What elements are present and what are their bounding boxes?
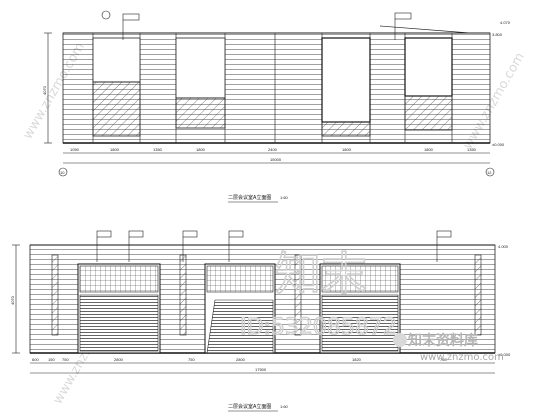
watermark-id: ID:532085872 xyxy=(240,315,397,340)
dim-label: 1800 xyxy=(110,147,120,152)
grid-bubble-icon xyxy=(58,167,68,177)
elevation-title: 二层会议室A立面图 xyxy=(228,403,271,410)
total-dim-label: 15000 xyxy=(270,157,282,162)
dim-label: 1800 xyxy=(342,147,352,152)
height-dimension-bottom: 4070 xyxy=(10,244,20,354)
brand-site: www.znzmo.com xyxy=(420,352,504,363)
dimension-chain-bottom: 600 150 750 2800 750 2800 1820 750 17500 xyxy=(30,357,495,374)
dimension-chain-top: 1050 1800 1350 1800 2400 1800 1800 1350 … xyxy=(58,147,495,177)
level-label-top: 4.000 xyxy=(498,244,509,249)
dim-label: 2800 xyxy=(114,357,124,362)
level-label-mid: 3.800 xyxy=(492,32,503,37)
hatched-panel-2 xyxy=(175,97,226,129)
level-label-top: 4.070 xyxy=(500,20,511,25)
height-dim-label: 4070 xyxy=(10,295,15,305)
dim-label: 750 xyxy=(440,357,447,362)
dim-label: 2800 xyxy=(236,357,246,362)
elevation-title-bottom: 二层会议室A立面图 1:60 xyxy=(228,403,289,412)
dim-label: 750 xyxy=(188,357,195,362)
brand-name: 知末资料库 xyxy=(408,332,478,349)
dim-label: 2400 xyxy=(268,147,278,152)
grid-label-right: 12 xyxy=(487,170,492,175)
total-dim-label: 17500 xyxy=(255,367,267,372)
watermark: 知末 ID:532085872 知末资料库 www.znzmo.com xyxy=(239,246,504,363)
dim-label: 1820 xyxy=(352,357,362,362)
hatched-panel-4 xyxy=(404,95,453,131)
level-markers-bottom: 4.000 ±0.000 xyxy=(498,244,511,357)
elevation-title: 二层会议室A立面图 xyxy=(228,194,271,201)
dim-label: 1350 xyxy=(467,147,477,152)
dim-label: 150 xyxy=(48,357,55,362)
window-2 xyxy=(175,37,226,99)
window-3 xyxy=(321,37,371,123)
elevation-title-top: 二层会议室A立面图 1:60 xyxy=(228,194,289,203)
cabinets-bottom xyxy=(77,263,401,354)
brand-logo-icon xyxy=(393,333,407,347)
level-markers-top: 4.070 3.800 ±0.000 xyxy=(492,20,511,147)
dim-label: 1800 xyxy=(424,147,434,152)
level-label-base: ±0.000 xyxy=(498,352,511,357)
elevation-top: 4070 4.070 3.800 ±0.000 1050 1800 1350 1… xyxy=(42,10,511,203)
watermark-logo-text: 知末 xyxy=(275,247,367,301)
pilasters-bottom xyxy=(51,254,482,336)
elevation-bottom: 4070 4.000 ±0.000 600 150 750 2800 750 2… xyxy=(10,230,511,412)
elevation-scale: 1:60 xyxy=(280,195,289,200)
height-dim-label: 4070 xyxy=(42,85,47,95)
dim-label: 600 xyxy=(32,357,39,362)
level-label-base: ±0.000 xyxy=(492,142,505,147)
dim-label: 1350 xyxy=(153,147,163,152)
hatched-panel-1 xyxy=(92,81,141,137)
hatched-panel-3 xyxy=(321,121,371,137)
window-4 xyxy=(404,37,453,97)
window-1 xyxy=(92,37,141,83)
dim-label: 1050 xyxy=(70,147,80,152)
elevation-scale: 1:60 xyxy=(280,404,289,409)
height-dimension-top: 4070 xyxy=(42,32,52,144)
brand-badge: 知末资料库 www.znzmo.com xyxy=(393,332,504,363)
grid-bubble-icon xyxy=(485,167,495,177)
grid-label-left: 10 xyxy=(60,170,65,175)
section-marker-icon xyxy=(101,10,111,20)
windows-top xyxy=(92,37,453,137)
dim-label: 1800 xyxy=(196,147,206,152)
dim-label: 750 xyxy=(62,357,69,362)
